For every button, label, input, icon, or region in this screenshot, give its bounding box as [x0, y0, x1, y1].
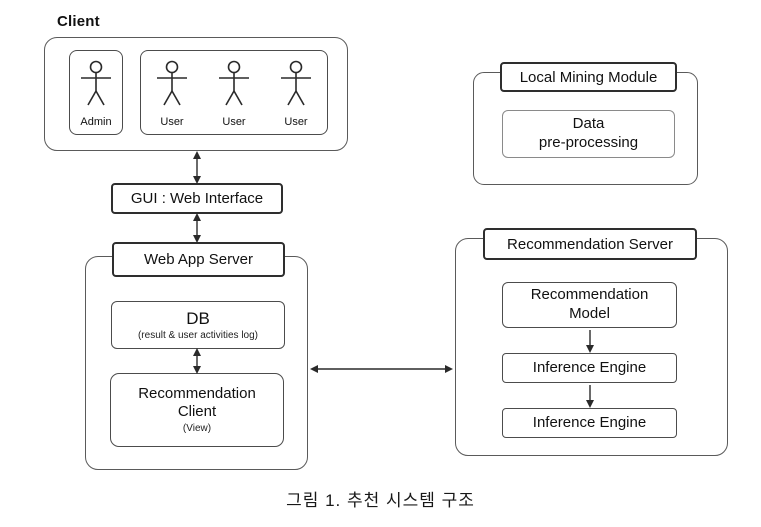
person-icon: [281, 60, 311, 106]
admin-label: Admin: [80, 116, 112, 128]
arrow-client-gui: [193, 151, 201, 184]
recommendation-client-box: Recommendation Client (View): [110, 373, 284, 447]
gui-web-interface-box: GUI : Web Interface: [111, 183, 283, 214]
recommendation-client-subtitle: (View): [182, 423, 212, 434]
person-icon: [157, 60, 187, 106]
web-app-server-title-box: Web App Server: [112, 242, 285, 277]
inference-engine-box-1: Inference Engine: [502, 353, 677, 383]
inference-engine-box-2: Inference Engine: [502, 408, 677, 438]
inference-engine-1-label: Inference Engine: [532, 358, 647, 376]
recommendation-client-title-line2: Client: [177, 403, 217, 421]
data-preprocessing-line2: pre-processing: [538, 134, 639, 151]
arrow-gui-webappserver: [193, 213, 201, 243]
recommendation-model-line1: Recommendation: [530, 286, 649, 304]
db-box: DB (result & user activities log): [111, 301, 285, 349]
user-label: User: [284, 116, 308, 128]
db-title: DB: [186, 308, 210, 328]
user-label: User: [160, 116, 184, 128]
recommendation-model-box: Recommendation Model: [502, 282, 677, 328]
recommendation-server-title-box: Recommendation Server: [483, 228, 697, 260]
user-actor: User: [216, 60, 252, 128]
person-icon: [81, 60, 111, 106]
client-section-label: Client: [57, 13, 100, 30]
users-actor-box: User User User: [140, 50, 328, 135]
figure-caption: 그림 1. 추천 시스템 구조: [286, 491, 475, 510]
person-icon: [219, 60, 249, 106]
recommendation-model-line2: Model: [569, 305, 610, 322]
local-mining-module-title-box: Local Mining Module: [500, 62, 677, 92]
admin-actor-box: Admin: [69, 50, 123, 135]
recommendation-client-title-line1: Recommendation: [138, 384, 256, 402]
admin-actor: Admin: [78, 60, 114, 128]
db-subtitle: (result & user activities log): [137, 329, 259, 341]
data-preprocessing-line1: Data: [572, 115, 605, 133]
inference-engine-2-label: Inference Engine: [532, 413, 647, 431]
data-preprocessing-box: Data pre-processing: [502, 110, 675, 158]
user-actor: User: [278, 60, 314, 128]
user-label: User: [222, 116, 246, 128]
arrow-webappserver-recommendationserver: [310, 365, 453, 373]
user-actor: User: [154, 60, 190, 128]
